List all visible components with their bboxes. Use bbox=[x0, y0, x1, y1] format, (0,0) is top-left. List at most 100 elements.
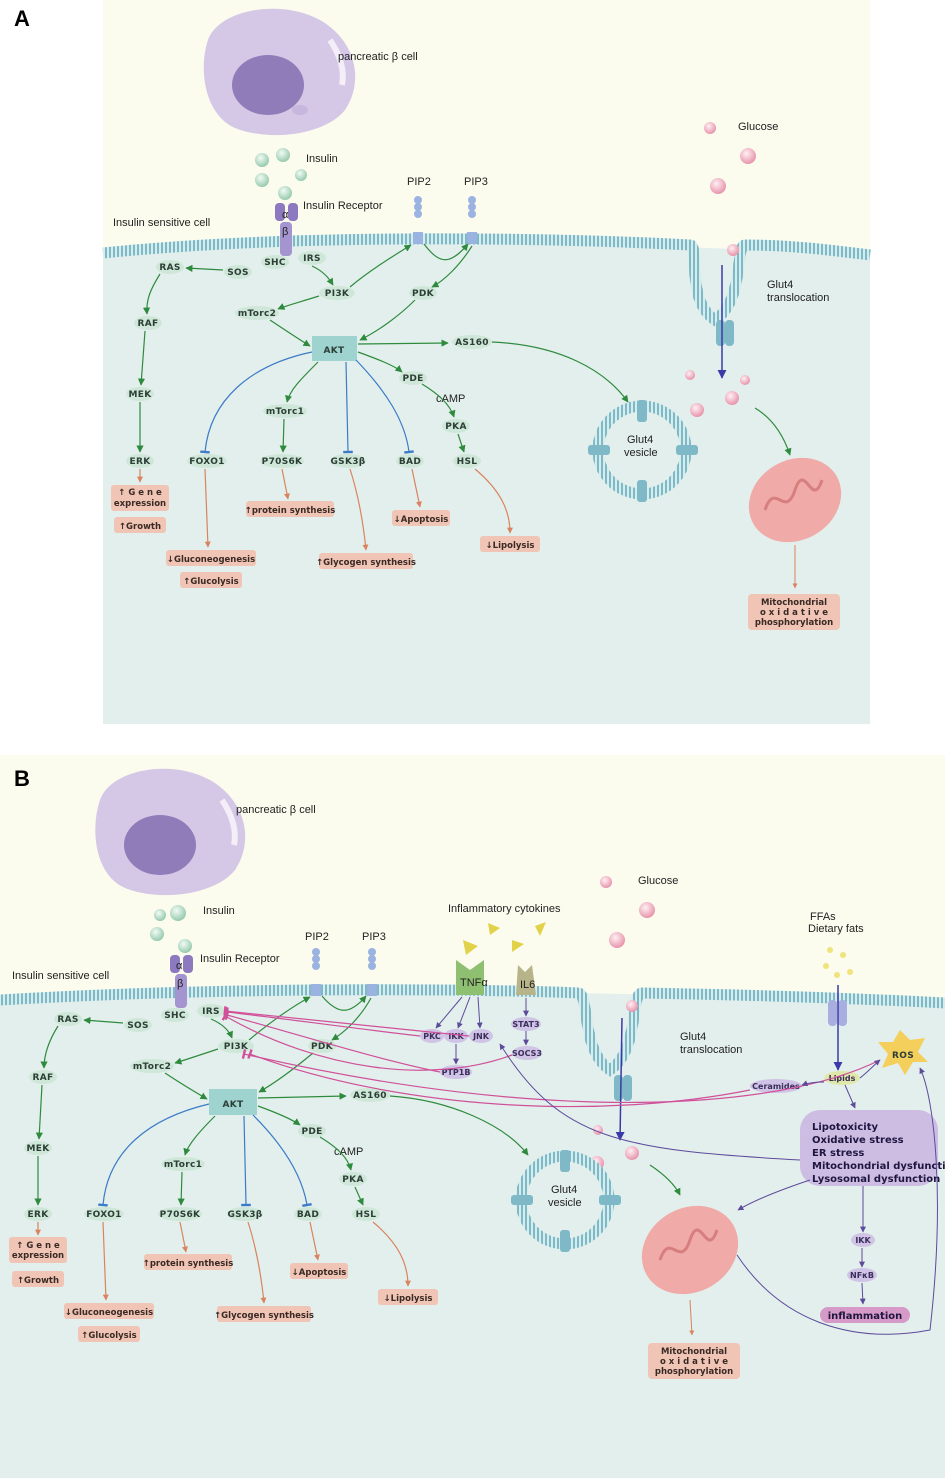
mito-oxphos-box-b bbox=[648, 1343, 740, 1379]
cytokine-triangles-b bbox=[463, 922, 546, 955]
cell-label-b: Insulin sensitive cell bbox=[12, 970, 109, 982]
stress-oxidative: Oxidative stress bbox=[812, 1135, 904, 1146]
mitochondrion-b bbox=[641, 1205, 739, 1295]
glut4-translocation-b2: translocation bbox=[680, 1044, 742, 1056]
growth-a: ↑Growth bbox=[119, 522, 161, 532]
glut4-translocation-a: Glut4 bbox=[767, 279, 793, 291]
node-ras-b: RAS bbox=[57, 1015, 78, 1025]
insulin-label-b: Insulin bbox=[203, 905, 235, 917]
node-pkc-b: PKC bbox=[423, 1032, 441, 1041]
node-ptp1b-b: PTP1B bbox=[442, 1068, 471, 1077]
node-mek-a: MEK bbox=[129, 390, 153, 400]
pip3-label-a: PIP3 bbox=[464, 176, 488, 188]
node-bad-a: BAD bbox=[399, 457, 421, 467]
inflam-nodes-b: PKC IKK JNK PTP1B STAT3 SOCS3 Ceramides … bbox=[420, 1017, 910, 1323]
node-p70s6k-a: P70S6K bbox=[262, 457, 303, 467]
node-socs3-b: SOCS3 bbox=[512, 1049, 542, 1058]
cytokines-label-b: Inflammatory cytokines bbox=[448, 903, 561, 915]
beta-subunit-b: β bbox=[177, 978, 183, 990]
node-raf-a: RAF bbox=[138, 319, 159, 329]
node-pi3k-b: PI3K bbox=[224, 1042, 249, 1052]
stress-lipotoxicity: Lipotoxicity bbox=[812, 1122, 878, 1133]
beta-cell-b bbox=[95, 768, 246, 896]
pip3-label-b: PIP3 bbox=[362, 931, 386, 943]
node-ras-a: RAS bbox=[159, 263, 180, 273]
node-mtorc2-a: mTorc2 bbox=[238, 309, 276, 319]
gluconeogenesis-b: ↓Gluconeogenesis bbox=[65, 1308, 153, 1318]
mito-oxphos-box-a bbox=[748, 594, 840, 630]
ros-star-b bbox=[878, 1030, 928, 1075]
protein-synthesis-b: ↑protein synthesis bbox=[143, 1259, 234, 1269]
node-mtorc1-b: mTorc1 bbox=[164, 1160, 202, 1170]
node-ikk2-b: IKK bbox=[855, 1236, 871, 1245]
mito-oxphos-line2-a: o x i d a t i v e bbox=[760, 608, 828, 618]
beta-cell-a bbox=[203, 8, 356, 136]
node-pde-b: PDE bbox=[301, 1127, 322, 1137]
stress-box-b bbox=[800, 1110, 938, 1186]
glucose-to-mito-arrow-a bbox=[754, 407, 792, 456]
pip3-a bbox=[467, 196, 477, 244]
node-sos-a: SOS bbox=[227, 268, 249, 278]
pip2-label-a: PIP2 bbox=[407, 176, 431, 188]
ffa-label-b1: FFAs bbox=[810, 911, 836, 923]
panel-b: B pancreatic β cell Insulin Insulin sens… bbox=[0, 755, 945, 1478]
node-irs-b: IRS bbox=[202, 1007, 220, 1017]
mito-oxphos-line1-a: Mitochondrial bbox=[761, 598, 827, 608]
node-sos-b: SOS bbox=[127, 1021, 149, 1031]
node-jnk-b: JNK bbox=[472, 1032, 490, 1041]
gene-expression-line1-b: ↑ G e n e bbox=[16, 1241, 60, 1251]
node-mtorc2-b: mTorc2 bbox=[133, 1062, 171, 1072]
lipolysis-a: ↓Lipolysis bbox=[486, 541, 535, 551]
alpha-subunit-b: α bbox=[176, 960, 183, 972]
edges-b bbox=[34, 995, 938, 1335]
cell-label-a: Insulin sensitive cell bbox=[113, 217, 210, 229]
node-mtorc1-a: mTorc1 bbox=[266, 407, 304, 417]
node-gsk3b-b: GSK3β bbox=[227, 1210, 262, 1220]
edges-a bbox=[136, 243, 629, 551]
node-pdk-b: PDK bbox=[311, 1042, 334, 1052]
pip3-b bbox=[367, 948, 377, 996]
il6-label-b: IL6 bbox=[520, 979, 535, 991]
mitochondrion-a bbox=[748, 457, 842, 543]
insulin-receptor-a: α β bbox=[275, 203, 298, 256]
receptor-label-a: Insulin Receptor bbox=[303, 200, 383, 212]
node-as160-b: AS160 bbox=[353, 1091, 387, 1101]
node-camp-b: cAMP bbox=[334, 1146, 363, 1158]
panel-a: A pancreatic β cell Insulin Insulin sens… bbox=[14, 0, 871, 724]
tnfa-label-b: TNFα bbox=[460, 977, 488, 989]
glucose-label-a: Glucose bbox=[738, 121, 778, 133]
apoptosis-a: ↓Apoptosis bbox=[394, 515, 449, 525]
pip2-label-b: PIP2 bbox=[305, 931, 329, 943]
glycolysis-a: ↑Glucolysis bbox=[183, 577, 238, 587]
receptor-label-b: Insulin Receptor bbox=[200, 953, 280, 965]
node-foxo1-a: FOXO1 bbox=[189, 457, 225, 467]
node-shc-a: SHC bbox=[264, 258, 286, 268]
glut4-vesicle-label-a2: vesicle bbox=[624, 447, 658, 459]
node-erk-b: ERK bbox=[28, 1210, 50, 1220]
apoptosis-b: ↓Apoptosis bbox=[292, 1268, 347, 1278]
stress-mitochondrial: Mitochondrial dysfunction bbox=[812, 1161, 945, 1172]
node-as160-a: AS160 bbox=[455, 338, 489, 348]
tnfa-receptor-b: TNFα bbox=[456, 960, 488, 995]
glucose-label-b: Glucose bbox=[638, 875, 678, 887]
node-pka-b: PKA bbox=[342, 1175, 363, 1185]
glut4-translocation-a2: translocation bbox=[767, 292, 829, 304]
il6-receptor-b: IL6 bbox=[516, 965, 536, 995]
node-gsk3b-a: GSK3β bbox=[330, 457, 365, 467]
node-hsl-b: HSL bbox=[356, 1210, 377, 1220]
ffa-dots-b bbox=[823, 947, 853, 978]
node-hsl-a: HSL bbox=[457, 457, 478, 467]
gene-expression-line1-a: ↑ G e n e bbox=[118, 488, 162, 498]
insulin-label-a: Insulin bbox=[306, 153, 338, 165]
outcomes-a: ↑ G e n e expression ↑Growth ↓Gluconeoge… bbox=[111, 485, 540, 588]
panel-a-letter: A bbox=[14, 6, 30, 31]
ros-label-b: ROS bbox=[892, 1051, 914, 1061]
node-foxo1-b: FOXO1 bbox=[86, 1210, 122, 1220]
gene-expression-line2-a: expression bbox=[114, 499, 166, 509]
node-p70s6k-b: P70S6K bbox=[160, 1210, 201, 1220]
node-camp-a: cAMP bbox=[436, 393, 465, 405]
mito-oxphos-line3-a: phosphorylation bbox=[755, 618, 833, 628]
beta-cell-label-b: pancreatic β cell bbox=[236, 804, 316, 816]
gluconeogenesis-a: ↓Gluconeogenesis bbox=[167, 555, 255, 565]
